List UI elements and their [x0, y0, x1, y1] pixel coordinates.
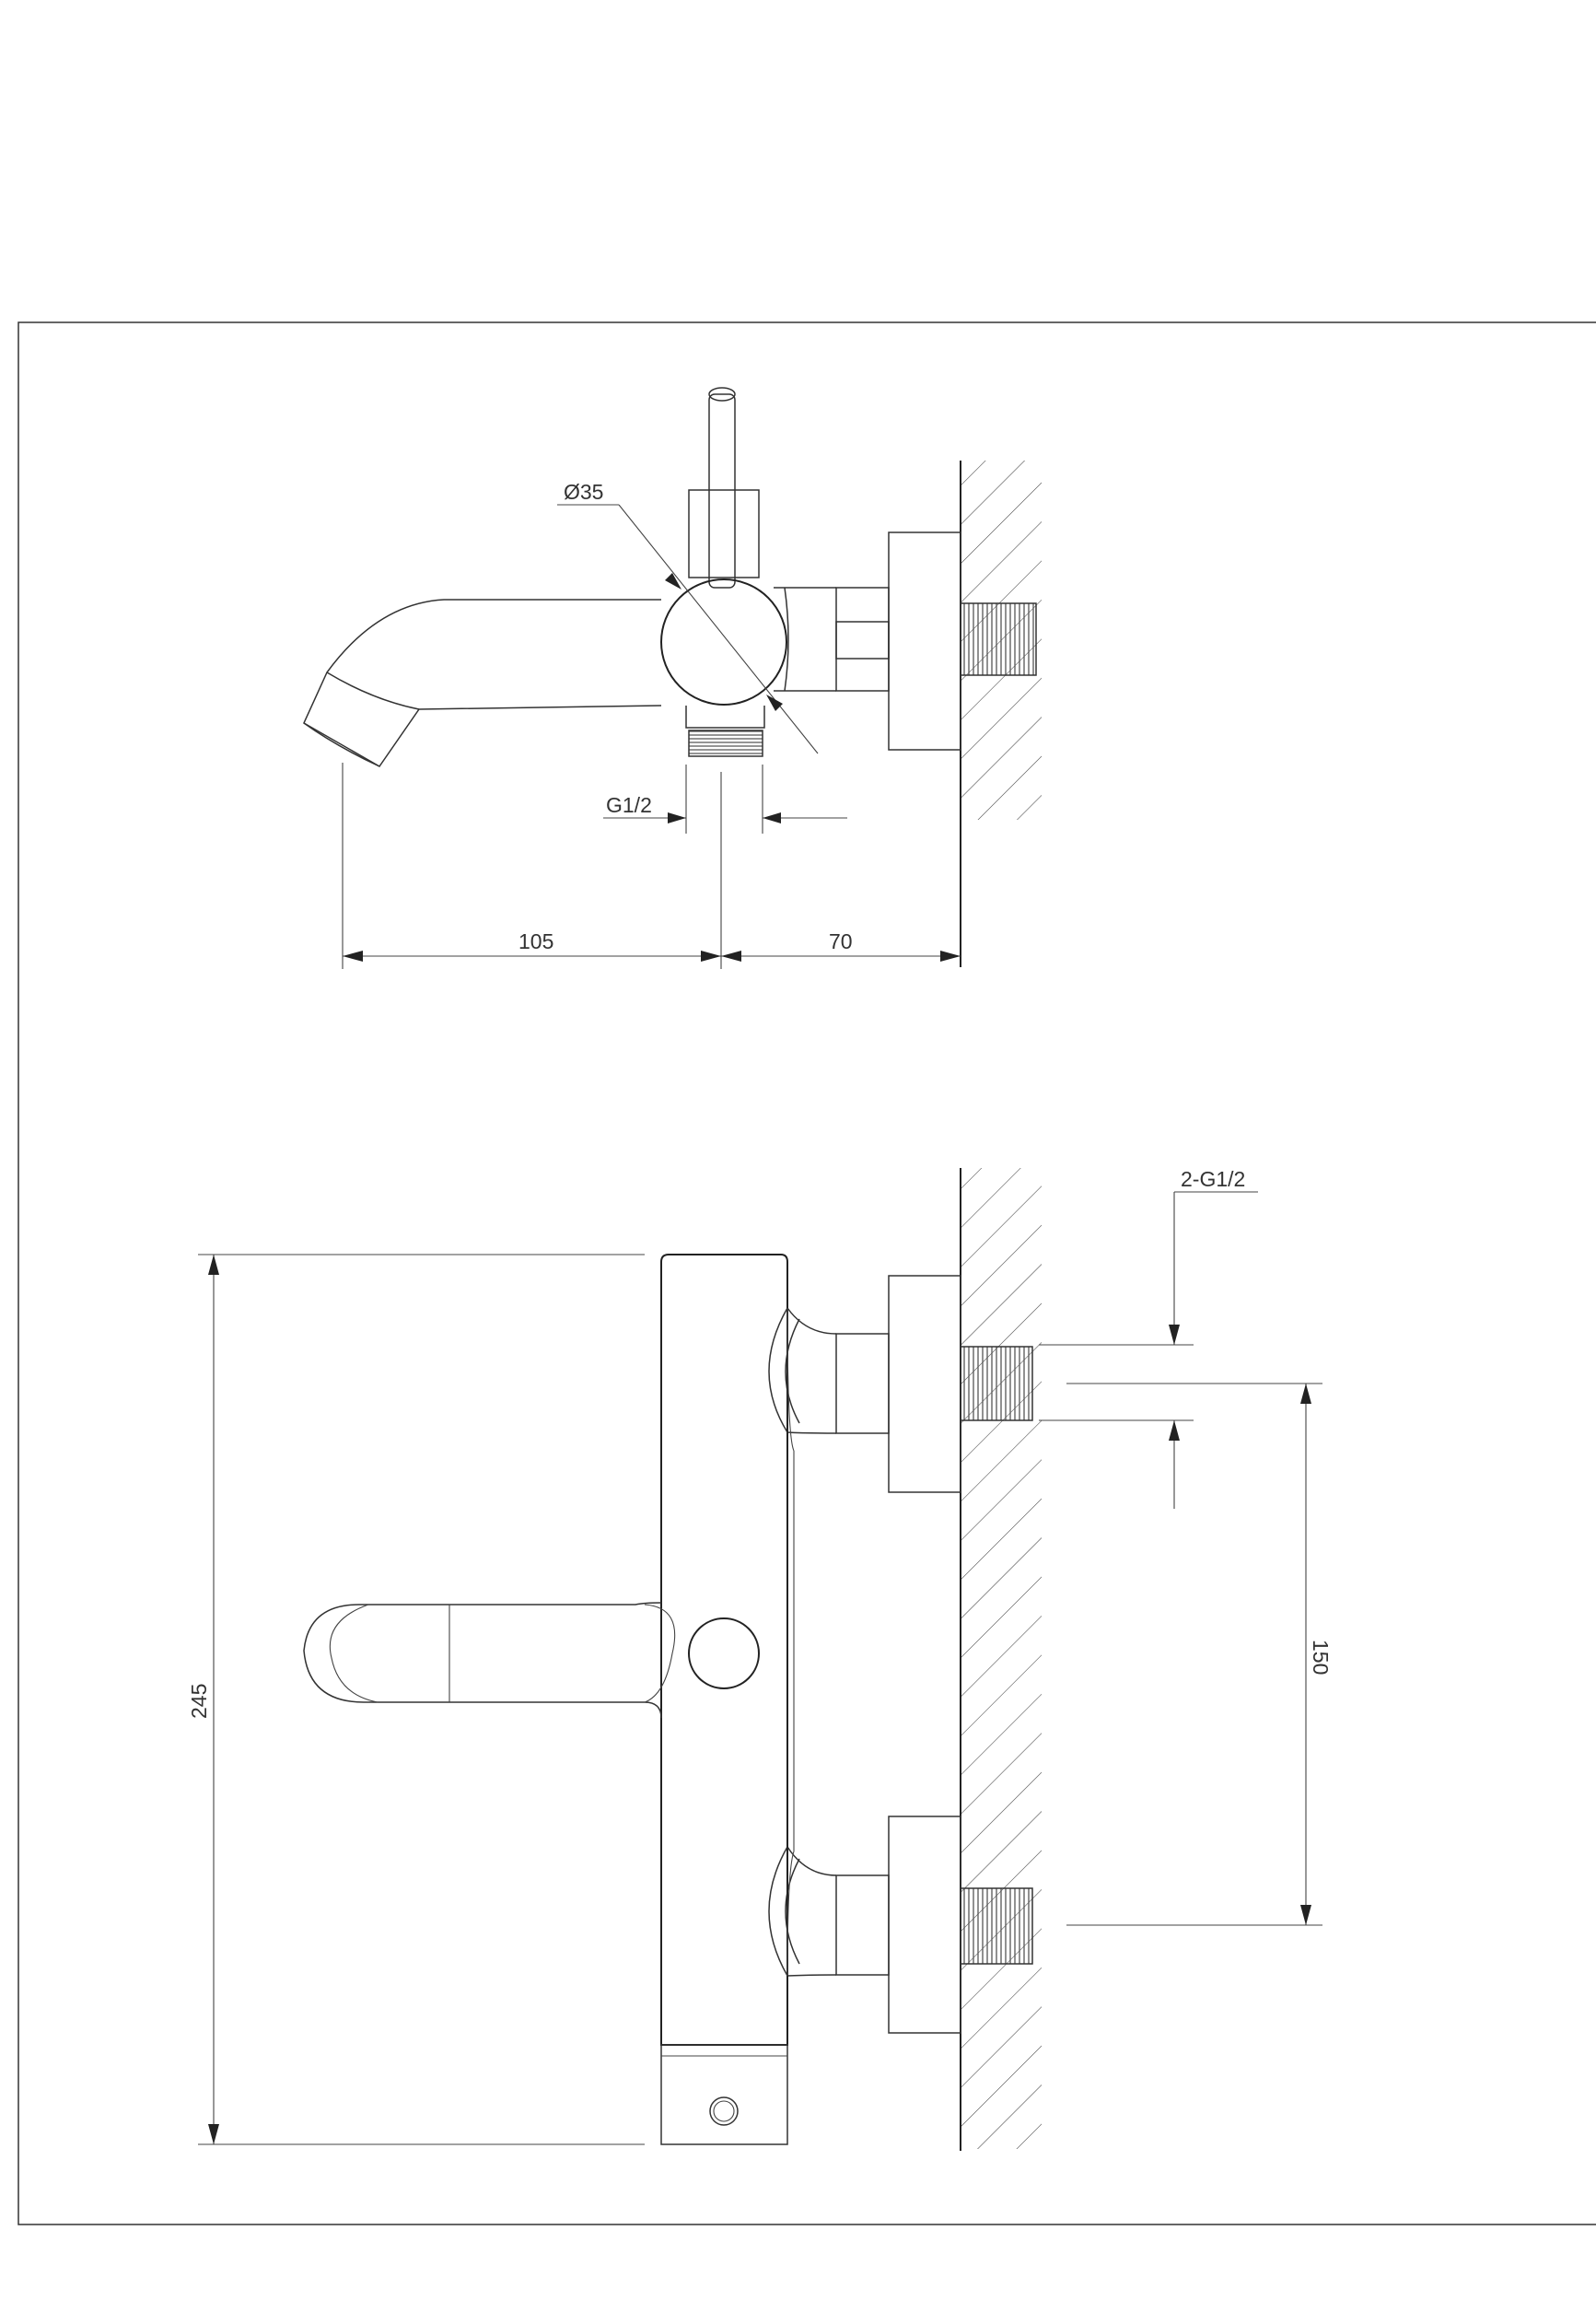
lever-tip [708, 387, 736, 402]
body-neck-top [774, 587, 836, 692]
dim-105-label: 105 [518, 929, 553, 953]
dim-70-label: 70 [829, 929, 853, 953]
body-circle-top [660, 578, 787, 706]
bottom-thread-top [688, 730, 763, 757]
thread-arrow-left [668, 812, 686, 823]
spout-top [303, 599, 662, 767]
main-body [660, 1254, 788, 2046]
inlet-label: 2-G1/2 [1181, 1167, 1245, 1191]
upper-flange [888, 1275, 961, 1493]
front-view: 245 2-G1/2 150 [187, 1167, 1333, 2151]
bottom-fitting-top [685, 706, 765, 729]
bottom-cap [660, 2044, 788, 2145]
thread-arrow-right [763, 812, 781, 823]
top-view: Ø35 G1/2 105 70 [303, 387, 1042, 969]
diameter-arrow-1 [665, 573, 682, 590]
lower-elbow [768, 1846, 837, 1977]
diameter-leader-diag [618, 504, 819, 754]
upper-connector [835, 1333, 890, 1434]
lower-flange [888, 1816, 961, 2034]
diameter-label: Ø35 [564, 480, 603, 504]
lever-collar [688, 489, 760, 578]
arrow-150-top [1300, 1384, 1311, 1404]
dim-245-label: 245 [187, 1684, 211, 1719]
wall-hatch-front [961, 1168, 1042, 2149]
lower-inlet-thread [960, 1887, 1033, 1965]
arrow-70-left [721, 951, 741, 962]
spout-front [303, 1602, 662, 1719]
diameter-arrow-2 [766, 695, 783, 711]
arrow-245-bottom [208, 2124, 219, 2144]
connector-stub-top [835, 621, 890, 660]
inlet-arrow-top [1169, 1325, 1180, 1345]
upper-inlet-thread [960, 1346, 1033, 1421]
dim-150-label: 150 [1309, 1640, 1333, 1675]
arrow-105-right [701, 951, 721, 962]
bottom-screw-inner [713, 2100, 735, 2122]
inlet-arrow-bottom [1169, 1420, 1180, 1441]
wall-flange-top [888, 531, 961, 751]
lower-connector [835, 1874, 890, 1976]
connector-top [835, 587, 890, 692]
inlet-thread-top [960, 602, 1037, 676]
thread-label: G1/2 [606, 793, 652, 817]
upper-elbow [768, 1307, 837, 1434]
sheet-frame [17, 321, 1596, 2225]
spout-front-junction [644, 1604, 676, 1703]
spout-nozzle [303, 671, 420, 767]
arrow-150-bottom [1300, 1905, 1311, 1925]
bottom-screw-icon [709, 2096, 739, 2126]
lever-stem [708, 393, 736, 589]
arrow-70-right [940, 951, 961, 962]
diverter-knob [688, 1617, 760, 1689]
arrow-105-left [343, 951, 363, 962]
body-inner-curve [786, 1307, 795, 1977]
spout-front-inner [329, 1604, 379, 1703]
arrow-245-top [208, 1255, 219, 1275]
